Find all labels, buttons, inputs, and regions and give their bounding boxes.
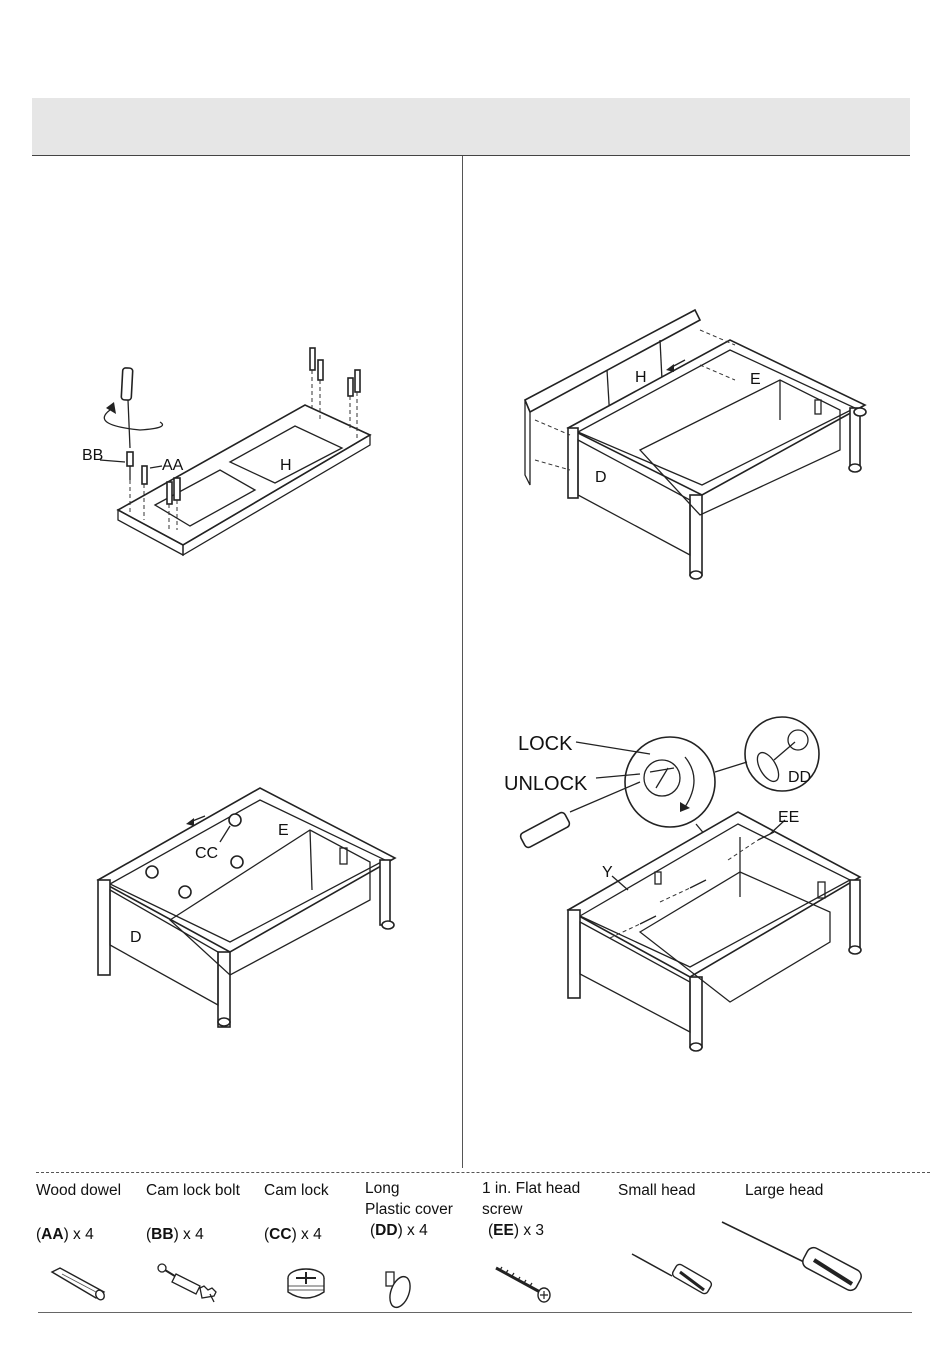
step1-illustration: BB AA H (70, 330, 400, 570)
step3-illustration: CC E D (90, 780, 410, 1030)
parts-dashed-divider (36, 1172, 930, 1173)
label-bb: BB (82, 447, 103, 464)
step4-illustration: LOCK UNLOCK DD EE Y (500, 712, 900, 1062)
cam-lock-icon (282, 1266, 330, 1306)
flat-head-screw-icon (490, 1262, 556, 1306)
part-large-head: Large head (745, 1176, 823, 1201)
label-e: E (750, 371, 761, 388)
part-small-head: Small head (618, 1176, 696, 1201)
label-e: E (278, 822, 289, 839)
bottom-divider (38, 1312, 912, 1313)
label-lock: LOCK (518, 733, 573, 755)
cam-lock-bolt-icon (152, 1260, 224, 1306)
wood-dowel-icon (46, 1264, 110, 1304)
small-screwdriver-icon (628, 1250, 718, 1306)
label-y: Y (602, 864, 613, 881)
plastic-cover-icon (378, 1266, 418, 1310)
label-h: H (635, 369, 647, 386)
part-flat-head-screw: 1 in. Flat head screw (EE) x 3 (482, 1176, 580, 1220)
part-cam-lock-bolt: Cam lock bolt (BB) x 4 (146, 1176, 240, 1201)
large-screwdriver-icon (718, 1216, 868, 1308)
header-band (32, 98, 910, 156)
label-d: D (595, 469, 607, 486)
label-h: H (280, 457, 292, 474)
part-cam-lock: Cam lock (CC) x 4 (264, 1176, 329, 1201)
label-ee: EE (778, 809, 799, 826)
label-d: D (130, 929, 142, 946)
part-wood-dowel: Wood dowel (AA) x 4 (36, 1176, 121, 1201)
label-cc: CC (195, 845, 218, 862)
step2-illustration: H E D (510, 300, 890, 585)
label-aa: AA (162, 457, 184, 474)
label-unlock: UNLOCK (504, 773, 588, 795)
label-dd: DD (788, 769, 811, 786)
column-divider (462, 156, 463, 1168)
part-plastic-cover: Long Plastic cover (DD) x 4 (365, 1176, 453, 1220)
parts-list: Wood dowel (AA) x 4 Cam lock bolt (BB) x… (0, 1176, 950, 1310)
